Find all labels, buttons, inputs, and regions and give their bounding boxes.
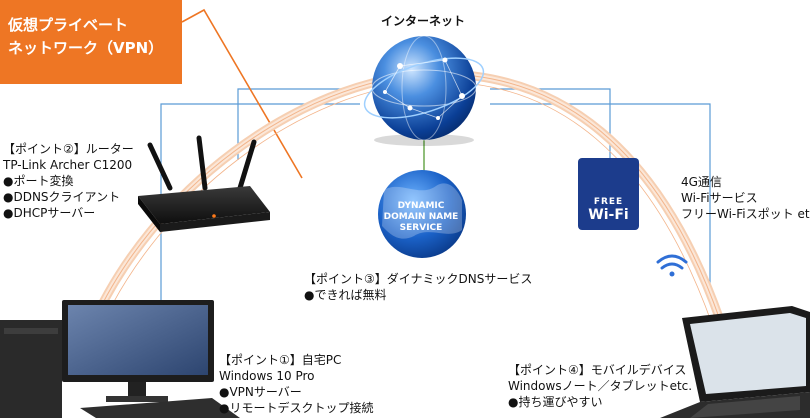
wifi-line: Wi-Fiサービス	[681, 191, 758, 205]
wifi-signal-icon	[656, 254, 688, 277]
router-icon	[138, 135, 270, 232]
dns-title: 【ポイント③】ダイナミックDNSサービス	[304, 272, 533, 286]
dns-badge-line: SERVICE	[399, 223, 443, 233]
wifi-badge-top: FREE	[593, 197, 624, 207]
pc-callout: 【ポイント①】自宅PC Windows 10 Pro ●VPNサーバー ●リモー…	[219, 352, 373, 416]
desktop-pc-icon	[0, 300, 240, 418]
vpn-label-box: 仮想プライベート ネットワーク（VPN）	[0, 0, 182, 84]
router-item: ●DDNSクライアント	[3, 190, 121, 204]
vpn-label-line2: ネットワーク（VPN）	[8, 39, 164, 57]
pc-item: ●リモートデスクトップ接続	[219, 401, 374, 415]
wifi-badge-main: Wi-Fi	[588, 207, 629, 223]
mobile-subtitle: Windowsノート／タブレットetc.	[508, 379, 693, 393]
router-model: TP-Link Archer C1200	[3, 158, 133, 172]
wifi-callout: 4G通信 Wi-Fiサービス フリーWi-Fiスポット etc.	[681, 174, 810, 222]
vpn-label-line1: 仮想プライベート	[8, 16, 129, 34]
wifi-line: フリーWi-Fiスポット etc.	[681, 207, 810, 221]
free-wifi-sign	[578, 158, 639, 230]
pc-os: Windows 10 Pro	[219, 369, 315, 383]
mobile-title: 【ポイント④】モバイルデバイス	[508, 363, 687, 377]
router-internet-link	[237, 88, 360, 160]
mobile-item: ●持ち運びやすい	[508, 395, 603, 409]
vpn-callout-line	[181, 8, 303, 179]
dns-globe-icon	[378, 170, 466, 258]
router-item: ●ポート変換	[3, 174, 74, 188]
dns-badge-line: DYNAMIC	[397, 201, 445, 211]
pc-title: 【ポイント①】自宅PC	[219, 353, 342, 367]
dns-item: ●できれば無料	[304, 288, 387, 302]
router-title: 【ポイント②】ルーター	[3, 142, 134, 156]
mobile-callout: 【ポイント④】モバイルデバイス Windowsノート／タブレットetc. ●持ち…	[508, 362, 692, 410]
router-item: ●DHCPサーバー	[3, 206, 96, 220]
internet-globe-icon	[363, 35, 485, 146]
dns-callout: 【ポイント③】ダイナミックDNSサービス ●できれば無料	[304, 271, 532, 303]
dns-badge-line: DOMAIN NAME	[383, 212, 459, 222]
pc-internet-link	[160, 103, 360, 300]
wifi-line: 4G通信	[681, 175, 722, 189]
laptop-icon	[660, 306, 810, 418]
internet-label: インターネット	[381, 14, 466, 28]
router-callout: 【ポイント②】ルーター TP-Link Archer C1200 ●ポート変換 …	[3, 141, 134, 221]
dns-badge-text: DYNAMIC DOMAIN NAME SERVICE	[378, 201, 464, 234]
pc-item: ●VPNサーバー	[219, 385, 302, 399]
